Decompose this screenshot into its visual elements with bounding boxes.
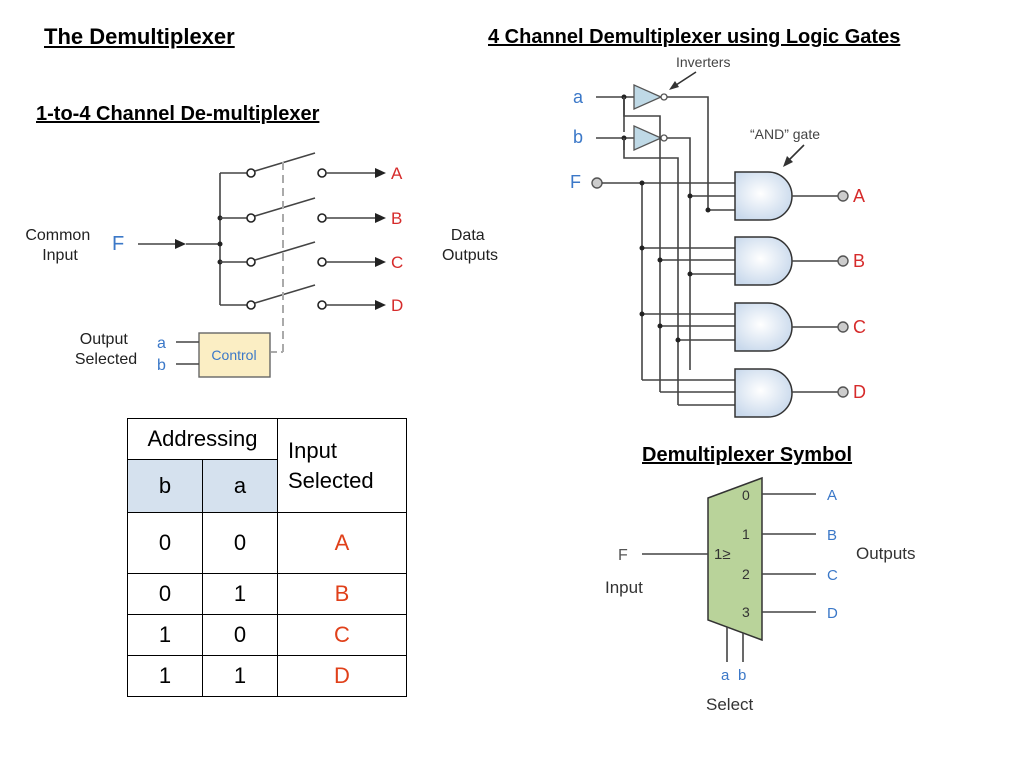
demux-body [707, 476, 763, 642]
data-outputs-line1: Data [451, 227, 485, 244]
header-addressing: Addressing [127, 418, 278, 460]
common-input-line2: Input [42, 247, 78, 264]
row-3-a: 0 [202, 614, 278, 656]
row-2-b: 0 [127, 573, 203, 615]
truth-table: Addressing Input Selected b a 0 0 A 0 1 … [127, 418, 407, 697]
row-1-output: A [277, 512, 407, 574]
common-input-line1: Common [25, 227, 90, 244]
and-gate-label: “AND” gate [750, 126, 820, 142]
table-row: 1 0 C [127, 614, 407, 656]
title-left: The Demultiplexer [44, 24, 235, 49]
header-a: a [202, 459, 278, 513]
title-right: 4 Channel Demultiplexer using Logic Gate… [488, 26, 901, 48]
row-4-a: 1 [202, 655, 278, 697]
output-selected-label: Output Selected [75, 331, 137, 368]
control-label: Control [211, 347, 256, 363]
switch-channel-b: B [220, 197, 402, 228]
symbol-output-a: A [827, 487, 837, 504]
gate-input-a: a [573, 87, 584, 107]
data-outputs-label: Data Outputs [442, 227, 498, 264]
symbol-outputs-label: Outputs [856, 544, 916, 563]
symbol-select-a: a [721, 667, 730, 684]
table-row: 0 0 A [127, 512, 407, 574]
switch-output-d: D [391, 296, 403, 315]
f-input-terminal [591, 177, 603, 189]
row-3-output: C [277, 614, 407, 656]
and-gate-d [734, 368, 793, 418]
symbol-select-label: Select [706, 695, 754, 714]
row-2-output: B [277, 573, 407, 615]
port-2: 2 [742, 566, 750, 582]
gate-output-c: C [853, 317, 866, 337]
table-row: 0 1 B [127, 573, 407, 615]
inverter-a [633, 83, 663, 111]
demux-symbol: F 1≥ Input 0 A 1 B 2 C 3 D Outputs a b S… [605, 476, 916, 714]
data-outputs-line2: Outputs [442, 247, 498, 264]
gate-input-b: b [573, 127, 583, 147]
symbol-output-d: D [827, 605, 838, 622]
control-box [198, 332, 271, 378]
gate-output-d: D [853, 382, 866, 402]
symbol-select-b: b [738, 667, 746, 684]
symbol-title: Demultiplexer Symbol [642, 444, 853, 466]
symbol-input-label: Input [605, 578, 643, 597]
symbol-output-b: B [827, 527, 837, 544]
switch-input-f: F [112, 233, 124, 255]
row-4-b: 1 [127, 655, 203, 697]
truth-subheader-row: b a [127, 459, 407, 513]
subtitle-left: 1-to-4 Channel De-multiplexer [36, 103, 320, 125]
switch-channel-a: A [220, 152, 403, 183]
table-row: 1 1 D [127, 655, 407, 697]
gate-output-a: A [853, 186, 865, 206]
and-gate-a [734, 171, 793, 221]
output-selected-line2: Selected [75, 351, 137, 368]
switch-select-a: a [157, 335, 166, 352]
switch-output-a: A [391, 164, 403, 183]
gate-diagram: a b F Inverters “AND” gate [570, 54, 866, 418]
bus-node-f [217, 241, 223, 247]
and-gate-b [734, 236, 793, 286]
f-input-arrowhead [175, 239, 186, 249]
output-selected-line1: Output [80, 331, 129, 348]
symbol-output-c: C [827, 567, 838, 584]
row-3-b: 1 [127, 614, 203, 656]
switch-channel-d: D [220, 284, 403, 315]
inverters-label: Inverters [676, 54, 730, 70]
symbol-input-f: F [618, 547, 628, 564]
port-0: 0 [742, 487, 750, 503]
port-3: 3 [742, 604, 750, 620]
port-1: 1 [742, 526, 750, 542]
switch-diagram: Common Input F A B [25, 152, 498, 378]
row-1-a: 0 [202, 512, 278, 574]
header-b: b [127, 459, 203, 513]
gate-output-b: B [853, 251, 865, 271]
switch-output-c: C [391, 253, 403, 272]
truth-header-row: Addressing Input Selected [127, 418, 407, 513]
common-input-label: Common Input [25, 227, 94, 264]
inverter-b [633, 124, 663, 152]
gate-input-f: F [570, 172, 581, 192]
row-1-b: 0 [127, 512, 203, 574]
switch-channel-c: C [220, 241, 403, 272]
row-4-output: D [277, 655, 407, 697]
and-gate-c [734, 302, 793, 352]
switch-select-b: b [157, 357, 166, 374]
switch-output-b: B [391, 209, 402, 228]
symbol-inner-label: 1≥ [714, 546, 731, 563]
header-input-selected: Input Selected [277, 418, 407, 513]
row-2-a: 1 [202, 573, 278, 615]
